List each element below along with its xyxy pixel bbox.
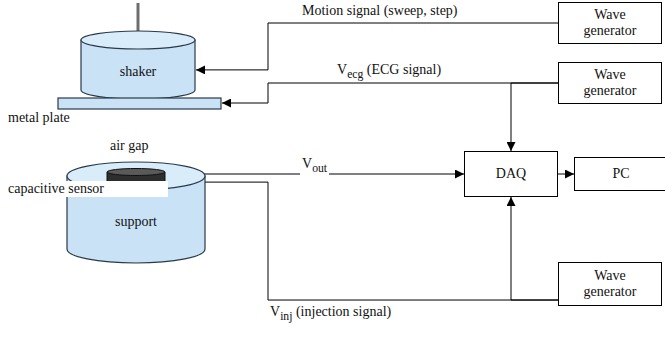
node-text: PC xyxy=(581,166,661,182)
metal-plate: metal plate xyxy=(4,97,222,127)
wave-generator-box: Wave generator xyxy=(558,262,662,306)
signal-label: Vecg (ECG signal) xyxy=(335,62,443,81)
subscript: ecg xyxy=(347,68,363,81)
wave-generator-box: Wave generator xyxy=(558,2,662,44)
signal-wire xyxy=(166,182,558,300)
node-text: shaker xyxy=(80,64,196,80)
capacitive-sensor: capacitive sensor xyxy=(4,168,166,198)
node-text: Wave generator xyxy=(570,268,650,300)
signal-wire xyxy=(511,83,558,151)
metal-plate-shape xyxy=(58,98,221,109)
signal-wire xyxy=(222,83,558,103)
subscript: out xyxy=(312,162,327,175)
signal-wire xyxy=(511,197,558,300)
node-text: metal plate xyxy=(6,110,224,126)
node-text: capacitive sensor xyxy=(6,181,168,197)
node-text: Wave generator xyxy=(570,67,650,99)
pc-box: PC xyxy=(574,157,665,191)
shaker-cylinder: shaker xyxy=(80,30,196,100)
daq-box: DAQ xyxy=(464,151,558,197)
signal-wire xyxy=(558,174,574,175)
signal-label: Motion signal (sweep, step) xyxy=(300,3,460,19)
signal-label: Vout xyxy=(300,156,329,175)
signal-label: Vinj (injection signal) xyxy=(268,304,393,323)
subscript: inj xyxy=(280,310,292,323)
node-text: support xyxy=(66,214,206,230)
node-text: Wave generator xyxy=(570,7,650,39)
cylinder-top xyxy=(81,31,195,49)
sensor-disc-top xyxy=(107,169,165,176)
gap-label: air gap xyxy=(108,138,150,154)
node-text: DAQ xyxy=(471,166,551,182)
wave-generator-box: Wave generator xyxy=(558,62,662,104)
